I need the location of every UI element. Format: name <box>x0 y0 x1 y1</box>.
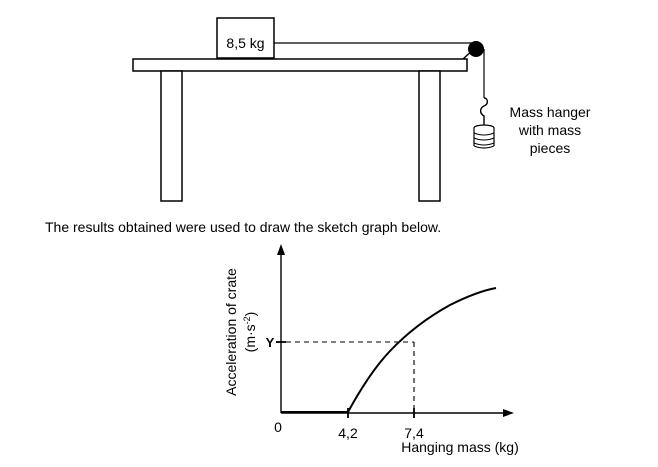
apparatus: 8,5 kg Mass hanger with mass pieces <box>132 17 591 202</box>
caption: The results obtained were used to draw t… <box>45 219 441 235</box>
mass-pieces <box>473 124 495 149</box>
x-axis-label: Hanging mass (kg) <box>401 439 519 455</box>
crate <box>216 17 275 59</box>
table-leg-right <box>418 70 441 202</box>
hanger-label-line-3: pieces <box>530 140 570 156</box>
hanger-label-line-1: Mass hanger <box>510 104 591 120</box>
y-axis-unit: (m·s-2) <box>242 312 258 353</box>
x-tick-label-7-4: 7,4 <box>404 425 424 441</box>
x-axis-arrow <box>503 409 514 417</box>
y-axis-label: Acceleration of crate <box>223 268 239 396</box>
y-marker-label: Y <box>266 335 275 350</box>
table-top <box>132 58 468 72</box>
x-tick-label-4-2: 4,2 <box>338 425 358 441</box>
crate-label: 8,5 kg <box>226 35 264 51</box>
hanger-label-line-2: with mass <box>518 122 581 138</box>
origin-label: 0 <box>274 419 282 435</box>
y-axis-label-line-1: Acceleration of crate <box>223 268 239 396</box>
table-leg-left <box>160 70 183 202</box>
hanger-hook <box>479 97 489 126</box>
sketch-graph: 0 4,2 7,4 Y Hanging mass (kg) Accelerati… <box>223 244 519 455</box>
pulley <box>468 41 484 57</box>
y-axis-arrow <box>277 244 285 255</box>
series-line <box>281 287 497 413</box>
y-axis-unit-text: (m·s-2) <box>242 312 258 353</box>
